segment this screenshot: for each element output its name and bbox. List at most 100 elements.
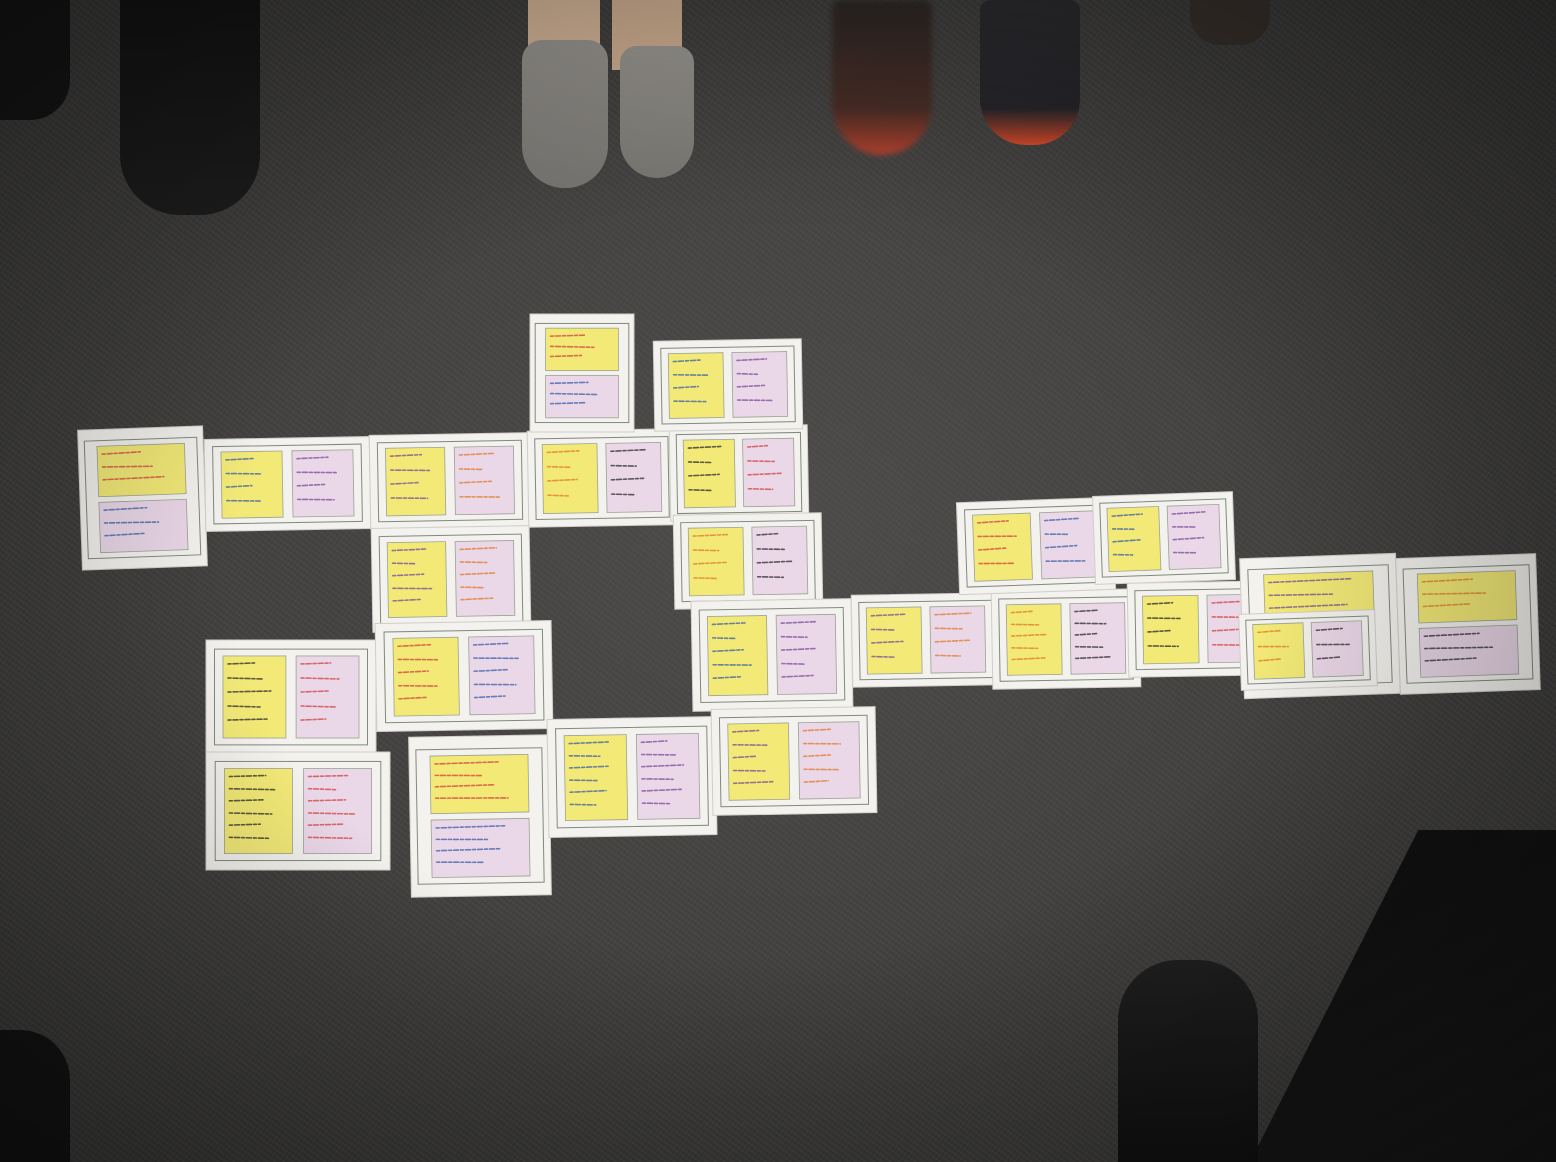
handwriting-stroke [458,468,485,471]
handwriting-stroke [472,642,511,646]
handwriting-stroke [746,444,769,448]
handwriting-stroke [300,690,330,693]
handwritten-card [850,592,1002,688]
handwriting-stroke [434,797,509,799]
yellow-note-pane [727,722,791,801]
handwriting-stroke [732,769,766,772]
handwriting-stroke [756,548,786,551]
handwriting-stroke [802,728,834,732]
handwritten-card [1395,553,1541,695]
handwriting-stroke [392,598,423,602]
handwriting-stroke [390,469,431,472]
handwriting-stroke [688,488,712,492]
handwriting-stroke [225,472,263,475]
handwriting-stroke [1111,513,1143,517]
handwriting-stroke [1074,645,1105,648]
handwriting-stroke [228,823,262,826]
pink-note-pane [742,437,796,508]
handwritten-card [955,496,1117,596]
handwriting-stroke [1011,647,1039,650]
card-frame [555,725,709,829]
handwriting-stroke [1010,610,1033,614]
handwriting-stroke [641,778,674,781]
pink-note-pane [1069,602,1127,675]
handwriting-stroke [398,696,427,700]
handwriting-stroke [871,655,895,658]
handwriting-stroke [736,399,773,402]
yellow-note-pane [667,352,725,419]
handwriting-stroke [434,774,483,777]
yellow-note-pane [222,655,287,739]
handwriting-stroke [397,658,440,661]
handwriting-stroke [732,729,760,733]
card-frame [698,607,846,703]
handwriting-stroke [1045,560,1086,563]
handwriting-stroke [227,718,270,721]
handwriting-stroke [780,635,808,639]
handwriting-stroke [693,577,718,580]
handwriting-stroke [1147,645,1180,648]
handwriting-stroke [1316,643,1350,646]
pink-note-pane [1039,510,1100,580]
handwriting-stroke [390,497,429,500]
handwriting-stroke [459,546,498,551]
handwriting-stroke [568,741,611,745]
handwriting-stroke [397,643,432,648]
handwriting-stroke [712,675,743,679]
handwriting-stroke [1315,627,1343,632]
card-frame [660,345,796,425]
pink-note-pane [454,540,516,617]
handwriting-stroke [1268,603,1348,609]
handwriting-stroke [101,465,153,468]
handwriting-stroke [300,677,340,680]
handwriting-stroke [1044,533,1070,536]
handwriting-stroke [459,561,488,564]
handwriting-stroke [803,768,840,771]
handwriting-stroke [435,847,502,852]
handwriting-stroke [1044,544,1078,549]
handwriting-stroke [435,838,489,841]
handwriting-stroke [934,639,971,643]
handwriting-stroke [568,754,601,758]
handwritten-card [526,428,678,528]
pink-note-pane [1418,624,1520,678]
handwritten-card [203,436,372,532]
handwriting-stroke [104,532,145,537]
handwriting-stroke [397,670,430,674]
pink-note-pane [295,655,360,739]
yellow-note-pane [392,636,460,717]
yellow-note-pane [972,512,1033,582]
handwriting-stroke [756,532,779,536]
handwriting-stroke [756,560,794,564]
handwriting-stroke [296,456,329,460]
handwriting-stroke [1074,632,1098,636]
handwriting-stroke [227,690,272,693]
pink-note-pane [797,721,861,800]
handwriting-stroke [227,705,261,708]
card-frame [1099,498,1229,578]
handwriting-stroke [781,662,806,665]
handwriting-stroke [1268,593,1334,597]
card-frame [534,436,670,520]
handwriting-stroke [225,457,255,461]
handwriting-stroke [870,628,897,631]
handwriting-stroke [547,494,570,497]
handwriting-stroke [569,789,607,794]
handwritten-card [990,588,1142,690]
handwritten-card [205,639,377,755]
handwriting-stroke [1172,526,1198,528]
card-frame [83,436,202,560]
yellow-note-pane [541,443,599,514]
pink-note-pane [468,635,536,716]
handwriting-stroke [397,684,438,687]
handwriting-stroke [101,451,142,455]
handwriting-stroke [641,802,672,805]
handwriting-stroke [569,803,597,806]
handwriting-stroke [640,740,668,744]
handwriting-stroke [803,754,832,758]
handwriting-stroke [307,787,338,791]
handwriting-stroke [977,535,1017,538]
handwriting-stroke [934,612,972,616]
handwritten-card [668,424,810,522]
handwriting-stroke [296,471,337,474]
